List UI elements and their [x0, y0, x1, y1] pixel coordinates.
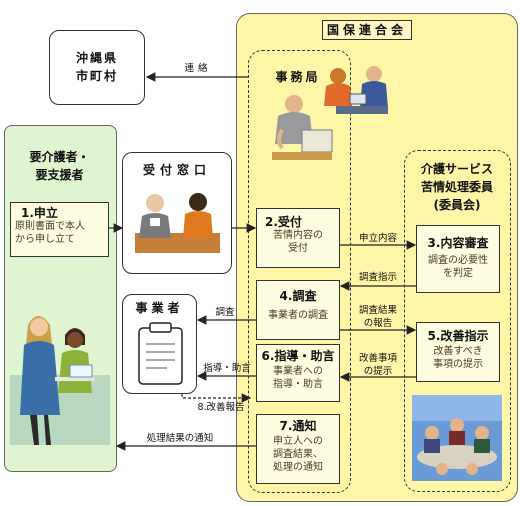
step2-text2: 受付: [288, 243, 308, 254]
federation-title: 国保連合会: [326, 23, 407, 37]
step5-text2: 事項の提示: [433, 359, 483, 370]
step7-title: 7.通知: [279, 419, 317, 433]
step7-text1: 申立人への: [273, 436, 323, 447]
apply-title: 1.申立: [21, 206, 58, 220]
step2-title: 2.受付: [265, 215, 302, 229]
step4-box: 4.調査 事業者の調査: [256, 280, 340, 340]
office-label: 事務局: [275, 70, 321, 84]
step3-text2: を判定: [443, 268, 473, 279]
step7-text2: 調査結果、: [273, 449, 323, 460]
step3-box: 3.内容審査 調査の必要性 を判定: [416, 225, 500, 293]
step4-text1: 事業者の調査: [268, 310, 328, 321]
chosa-shiji-label: 調査指示: [358, 272, 397, 283]
applicants-illustration: [10, 316, 110, 445]
shido-label: 指導・助言: [203, 363, 251, 374]
apply-text2: から申し立て: [15, 234, 75, 245]
applicant-line2: 要支援者: [35, 168, 84, 182]
step6-title: 6.指導・助言: [261, 349, 335, 363]
step5-box: 5.改善指示 改善すべき 事項の提示: [416, 322, 500, 382]
chosa-kekka-label1: 調査結果: [358, 305, 397, 316]
applicant-line1: 要介護者・: [29, 150, 90, 164]
step5-title: 5.改善指示: [427, 329, 489, 343]
arrow-kaizen-hokoku: [181, 393, 252, 403]
apply-box: 1.申立 原則書面で本人 から申し立て: [10, 202, 109, 257]
municipality-box: 沖縄県 市町村: [49, 30, 145, 105]
committee-line2: 苦情処理委員: [420, 180, 493, 194]
shinritsu-label: 申立内容: [358, 233, 397, 244]
clipboard-icon: [138, 322, 183, 385]
committee-line3: (委員会): [433, 198, 481, 212]
reception-window-label: 受付窓口: [142, 163, 211, 177]
step5-text1: 改善すべき: [433, 346, 483, 357]
step7-box: 7.通知 申立人への 調査結果、 処理の通知: [256, 414, 340, 484]
municipality-line1: 沖縄県: [75, 51, 118, 65]
step2-box: 2.受付 苦情内容の 受付: [256, 208, 340, 268]
kaizen-jiko-label2: の提示: [363, 366, 393, 377]
kaizen-hokoku-label: 8.改善報告: [197, 402, 245, 413]
apply-text1: 原則書面で本人: [15, 221, 85, 232]
municipality-line2: 市町村: [75, 69, 118, 83]
committee-meeting-photo: [412, 395, 502, 481]
tsuchi-label: 処理結果の通知: [146, 433, 214, 444]
committee-line1: 介護サービス: [420, 162, 493, 176]
reception-illustration: [135, 193, 220, 253]
committee-region: [404, 150, 511, 492]
office-region: [248, 50, 351, 493]
reception-window-box: 受付窓口: [122, 152, 232, 274]
step4-title: 4.調査: [279, 289, 317, 303]
staff-meeting-illustration: [324, 66, 388, 114]
office-illustration: [272, 95, 333, 160]
step6-text2: 指導・助言: [273, 379, 323, 390]
step7-text3: 処理の通知: [273, 462, 323, 473]
kaizen-jiko-label1: 改善事項: [358, 353, 397, 364]
step3-text1: 調査の必要性: [428, 255, 488, 266]
provider-label: 事業者: [135, 301, 184, 315]
chosa-label: 調査: [215, 307, 235, 318]
federation-title-box: 国保連合会: [322, 20, 412, 40]
chosa-kekka-label2: の報告: [363, 318, 393, 329]
step3-title: 3.内容審査: [427, 236, 489, 250]
renraku-label: 連絡: [184, 63, 212, 74]
step6-box: 6.指導・助言 事業者への 指導・助言: [256, 344, 340, 402]
step2-text1: 苦情内容の: [273, 230, 323, 241]
step6-text1: 事業者への: [273, 366, 323, 377]
